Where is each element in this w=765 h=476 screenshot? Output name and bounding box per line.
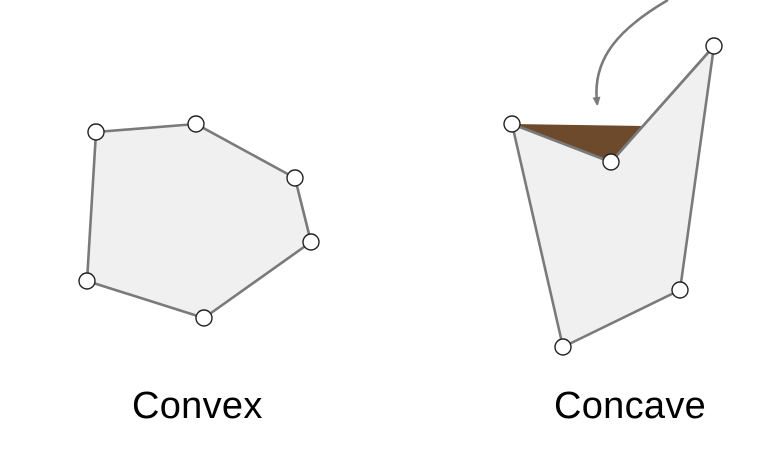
convex-vertex	[302, 233, 320, 251]
concave-label: Concave	[554, 385, 707, 427]
convex-vertex	[187, 115, 205, 133]
convex-polygon-group	[78, 115, 320, 327]
concave-notch-highlight	[512, 124, 643, 162]
convex-vertex	[286, 169, 304, 187]
concave-vertex	[503, 115, 521, 133]
convex-vertex	[87, 123, 105, 141]
concave-vertex	[705, 37, 723, 55]
convex-vertex	[195, 309, 213, 327]
concave-polygon-group	[503, 0, 723, 356]
curved-arrow	[596, 0, 669, 102]
concave-vertex	[671, 281, 689, 299]
concave-polygon	[510, 44, 716, 349]
convex-label: Convex	[132, 385, 263, 427]
convex-polygon	[85, 122, 313, 320]
concave-reflex-vertex	[602, 153, 620, 171]
convex-vertex	[78, 272, 96, 290]
concave-vertex	[554, 338, 572, 356]
